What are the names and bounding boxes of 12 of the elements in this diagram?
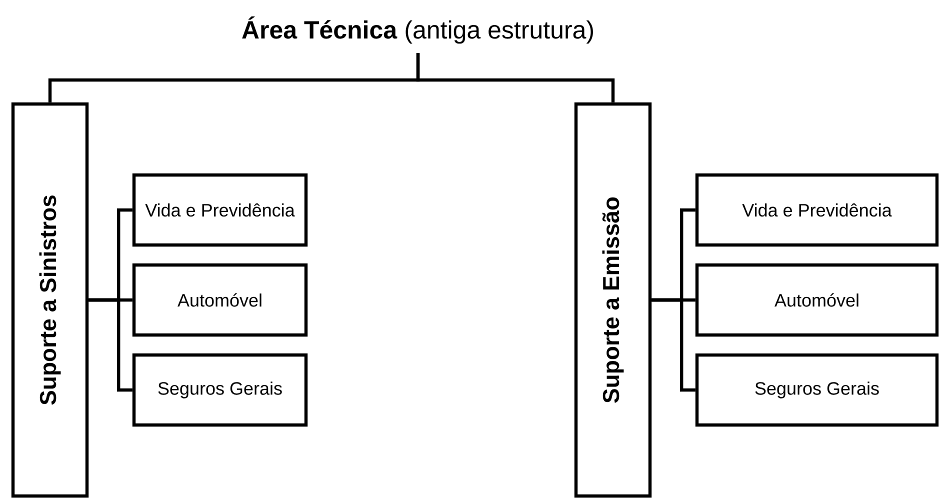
unit-box: Seguros Gerais (132, 353, 308, 427)
unit-box: Vida e Previdência (132, 173, 308, 247)
department-box: Suporte a Emissão (574, 102, 652, 498)
unit-box: Vida e Previdência (695, 173, 939, 247)
connector-line (88, 298, 132, 392)
connector-line (416, 53, 615, 102)
unit-box: Automóvel (695, 263, 939, 337)
connector-line (652, 298, 696, 392)
unit-box: Seguros Gerais (695, 353, 939, 427)
title: Área Técnica (antiga estrutura) (242, 16, 593, 44)
department-box: Suporte a Sinistros (11, 102, 89, 498)
unit-box: Automóvel (132, 263, 308, 337)
